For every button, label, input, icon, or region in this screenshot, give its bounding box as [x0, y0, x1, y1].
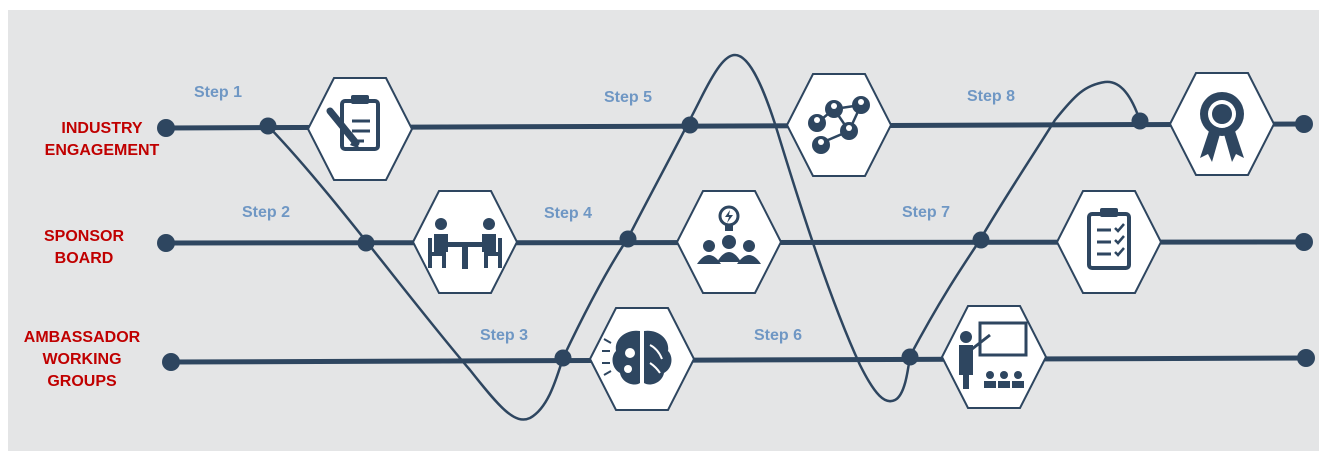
process-flow-wave: [267, 53, 1142, 421]
step-4-label: Step 4: [544, 205, 593, 222]
clipboard-pencil-icon: [306, 77, 414, 181]
step-7-node: [972, 231, 990, 249]
lane-start-dot: [162, 353, 180, 371]
lane-label-line: WORKING: [42, 351, 122, 368]
step-4-node: [619, 230, 637, 248]
lane-end-dot: [1297, 349, 1315, 367]
lane-start-dot: [157, 234, 175, 252]
presentation-icon: [940, 305, 1048, 409]
hexagon-icons: [306, 72, 1276, 411]
network-people-icon: [785, 73, 893, 177]
lane-end-dot: [1295, 115, 1313, 133]
crossing-dots: [259, 112, 1149, 367]
award-ribbon-icon: [1168, 72, 1276, 176]
step-1-node: [259, 117, 277, 135]
lane-label-line: ENGAGEMENT: [44, 142, 160, 159]
lane-label-ambassador: AMBASSADOR WORKING GROUPS: [8, 327, 156, 393]
step-6-node: [901, 348, 919, 366]
lane-label-line: INDUSTRY: [61, 120, 143, 137]
lane-end-dot: [1295, 233, 1313, 251]
checklist-icon: [1055, 190, 1163, 294]
lane-label-sponsor: SPONSOR BOARD: [10, 226, 158, 270]
step-8-label: Step 8: [967, 88, 1016, 105]
step-2-label: Step 2: [242, 204, 291, 221]
team-idea-icon: [675, 190, 783, 294]
step-2-node: [357, 234, 375, 252]
step-5-node: [681, 116, 699, 134]
step-5-label: Step 5: [604, 89, 653, 106]
step-1-label: Step 1: [194, 84, 243, 101]
lane-label-line: AMBASSADOR: [23, 329, 141, 346]
meeting-table-icon: [411, 190, 519, 294]
lane-label-line: GROUPS: [47, 373, 117, 390]
lane-label-industry: INDUSTRY ENGAGEMENT: [28, 118, 176, 162]
lane-line-ambassador: [167, 355, 1309, 365]
lane-label-line: BOARD: [54, 250, 114, 267]
endpoint-dots: [157, 115, 1315, 371]
step-3-label: Step 3: [480, 327, 529, 344]
brain-gears-icon: [588, 307, 696, 411]
step-3-node: [554, 349, 572, 367]
step-6-label: Step 6: [754, 327, 803, 344]
lane-start-dot: [157, 119, 175, 137]
lane-label-line: SPONSOR: [43, 228, 124, 245]
step-7-label: Step 7: [902, 204, 951, 221]
step-8-node: [1131, 112, 1149, 130]
